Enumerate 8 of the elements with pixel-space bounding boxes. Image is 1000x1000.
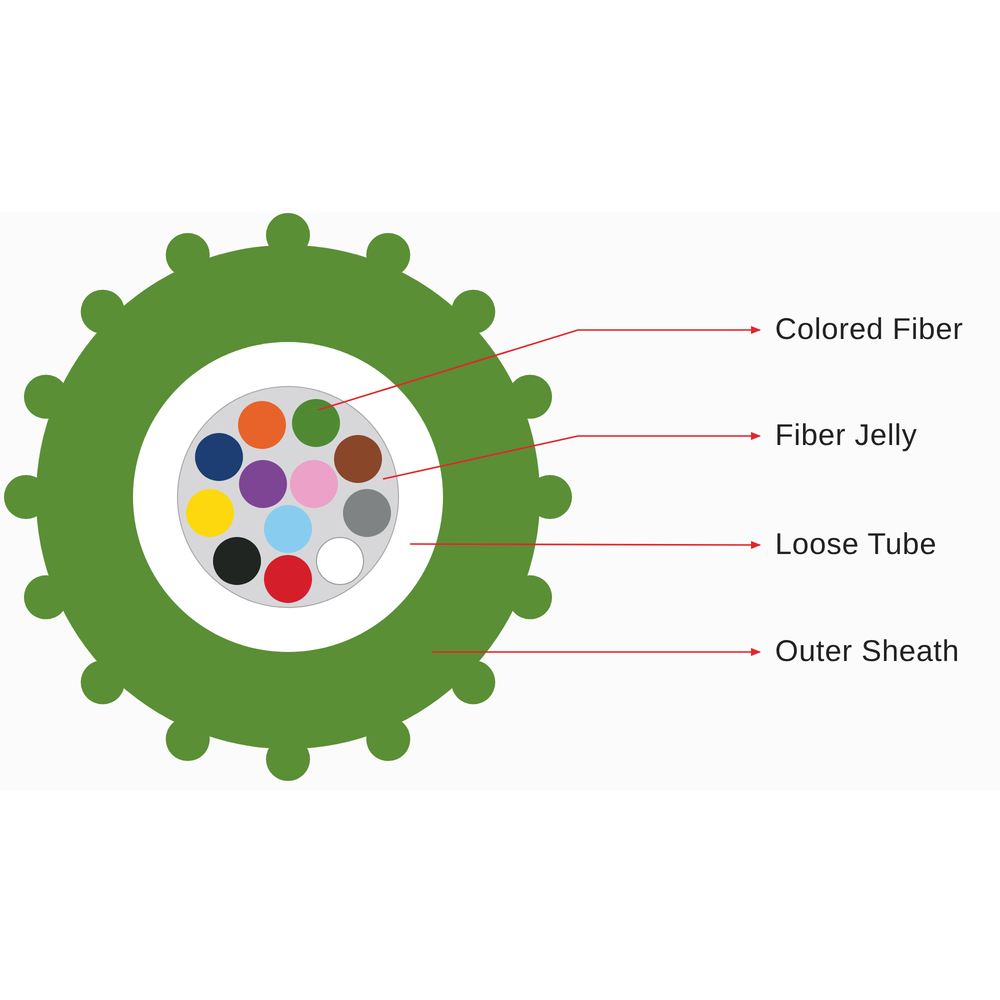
leader-line bbox=[410, 540, 761, 549]
part-label: Outer Sheath bbox=[775, 635, 960, 669]
part-label: Fiber Jelly bbox=[775, 419, 918, 453]
part-label: Loose Tube bbox=[775, 528, 937, 562]
part-label: Colored Fiber bbox=[775, 313, 964, 347]
leader-line bbox=[382, 432, 761, 480]
leader-line bbox=[318, 326, 761, 411]
leader-line bbox=[432, 648, 761, 656]
